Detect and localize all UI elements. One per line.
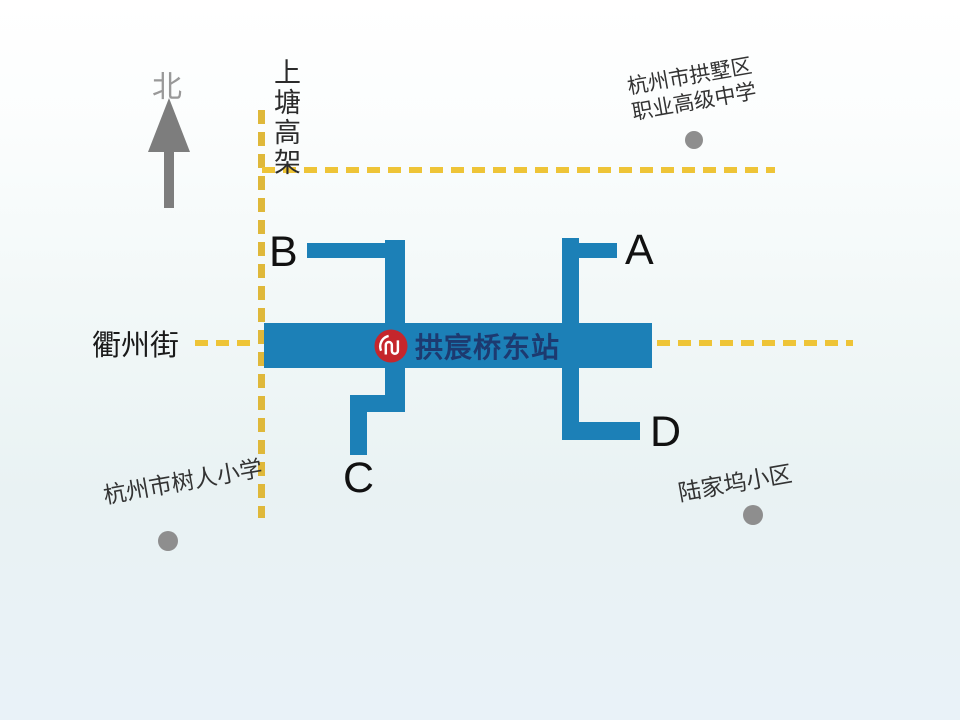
exit-a-label: A <box>625 226 654 274</box>
exit-b-passage-stem <box>385 240 405 325</box>
poi-dot-vocational-school <box>685 131 703 149</box>
exit-d-label: D <box>650 408 682 456</box>
poi-dot-shuren-school <box>158 531 178 551</box>
exit-b-passage-arm <box>307 243 405 258</box>
station-bar: 拱宸桥东站 <box>264 323 652 368</box>
road-quzhou-street-line-west <box>195 340 257 346</box>
exit-c-label: C <box>343 454 375 502</box>
north-label: 北 <box>152 71 182 104</box>
poi-shuren-school-label: 杭州市树人小学 <box>101 454 265 509</box>
north-arrow-icon <box>148 98 190 208</box>
road-label-shangtang: 上塘高架 <box>270 58 300 178</box>
poi-dot-lujiawu <box>743 505 763 525</box>
exit-d-passage-stem <box>562 366 579 440</box>
metro-logo-icon <box>374 328 408 363</box>
road-label-quzhou: 衢州街 <box>92 330 180 362</box>
road-top-horizontal-line <box>262 167 775 173</box>
exit-b-label: B <box>269 228 298 276</box>
exit-c-passage-lower <box>350 395 367 455</box>
road-shangtang-elevated-line <box>258 110 265 518</box>
exit-a-passage-stem <box>562 238 579 325</box>
exit-a-passage-arm <box>577 243 617 258</box>
poi-vocational-school-label: 杭州市拱墅区 职业高级中学 <box>603 49 781 130</box>
road-quzhou-street-line-east <box>657 340 853 346</box>
poi-lujiawu-label: 陆家坞小区 <box>676 460 794 506</box>
exit-d-passage-arm <box>562 422 640 440</box>
station-name: 拱宸桥东站 <box>415 331 561 363</box>
